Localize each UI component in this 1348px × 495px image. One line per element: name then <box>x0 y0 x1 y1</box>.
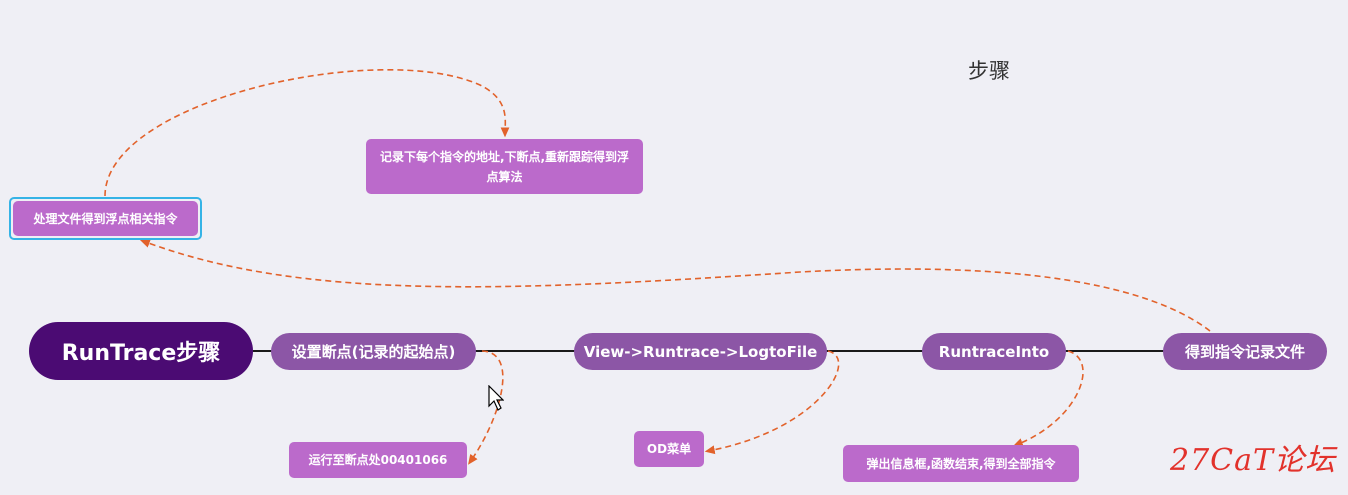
watermark-logo: 27CaT论坛 <box>1170 443 1337 478</box>
sub-node-breakpoint-address[interactable]: 运行至断点处00401066 <box>289 442 467 478</box>
connector-file-to-process <box>139 239 1211 332</box>
selection-frame <box>9 197 202 240</box>
sub-node-od-menu[interactable]: OD菜单 <box>634 431 704 467</box>
connector-logtofile-to-menu <box>704 350 840 455</box>
step-node-get-trace-file[interactable]: 得到指令记录文件 <box>1163 333 1327 370</box>
sub-node-dialog[interactable]: 弹出信息框,函数结束,得到全部指令 <box>843 445 1079 482</box>
step-node-runtraceinto[interactable]: RuntraceInto <box>922 333 1066 370</box>
step-node-set-breakpoint[interactable]: 设置断点(记录的起始点) <box>271 333 476 370</box>
mouse-cursor-icon <box>488 385 504 411</box>
root-node[interactable]: RunTrace步骤 <box>29 322 253 380</box>
connector-runtraceinto-to-dialog <box>1012 350 1084 447</box>
step-node-logtofile[interactable]: View->Runtrace->LogtoFile <box>574 333 827 370</box>
sub-node-process-file[interactable]: 处理文件得到浮点相关指令 <box>13 201 198 236</box>
connector-breakpoint-to-address <box>468 350 504 465</box>
sub-node-record[interactable]: 记录下每个指令的地址,下断点,重新跟踪得到浮点算法 <box>366 139 643 194</box>
page-title: 步骤 <box>968 59 1010 83</box>
